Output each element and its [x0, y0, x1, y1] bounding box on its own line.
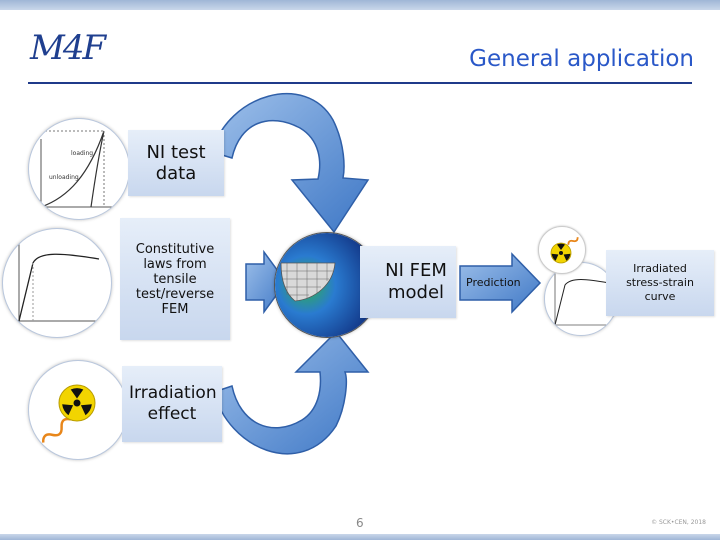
top-bar	[0, 0, 720, 10]
title-rule	[28, 82, 692, 84]
irradiation-graphic	[41, 384, 96, 443]
prediction-arrow-shape	[459, 252, 542, 314]
constitutive-curve-plot	[15, 239, 103, 325]
ni-fem-model-box: NI FEM model	[360, 246, 456, 318]
constitutive-box: Constitutive laws from tensile test/reve…	[120, 218, 230, 340]
ni-test-plot-circle: loading unloading	[28, 118, 130, 220]
page-number: 6	[356, 516, 364, 530]
ni-test-data-label: NI test data	[146, 142, 206, 184]
irradiation-circle	[28, 360, 128, 460]
loading-unloading-plot: loading unloading	[40, 130, 124, 208]
bottom-curved-arrow	[213, 330, 370, 455]
constitutive-plot-circle	[2, 228, 112, 338]
radiation-wave-icon	[550, 237, 579, 264]
irradiation-effect-box: Irradiation effect	[122, 366, 222, 442]
irradiated-badge	[538, 226, 586, 274]
prediction-label: Prediction	[466, 276, 521, 289]
ni-fem-model-label: NI FEM model	[385, 260, 447, 303]
m4f-logo: M4F	[30, 28, 106, 68]
unloading-label: unloading	[49, 174, 79, 181]
ni-test-data-box: NI test data	[128, 130, 224, 196]
irradiated-curve-label: Irradiated stress-strain curve	[626, 262, 694, 303]
bottom-bar	[0, 534, 720, 540]
loading-label: loading	[71, 150, 93, 157]
irradiation-effect-label: Irradiation effect	[129, 383, 217, 424]
copyright-text: © SCK•CEN, 2018	[651, 519, 706, 526]
constitutive-label: Constitutive laws from tensile test/reve…	[135, 241, 215, 317]
radiation-icon	[58, 384, 96, 422]
irradiated-curve-box: Irradiated stress-strain curve	[606, 250, 714, 316]
slide-title: General application	[469, 46, 694, 72]
irradiated-curve-plot	[553, 271, 613, 329]
top-curved-arrow	[211, 93, 370, 234]
irradiated-plot-circle	[544, 262, 618, 336]
